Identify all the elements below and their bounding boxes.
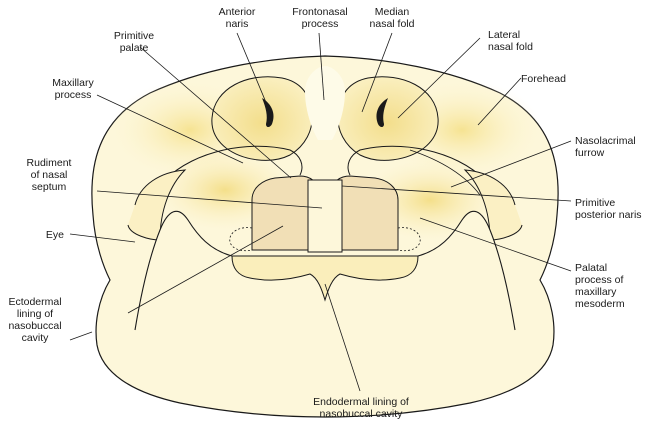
- leader-lateral-fold: [397, 37, 481, 119]
- label-lateral-nasal-fold: Lateral nasal fold: [488, 29, 533, 53]
- endodermal-region: [231, 255, 419, 302]
- label-primitive-posterior-naris: Primitive posterior naris: [575, 197, 642, 221]
- eye-left: [127, 169, 187, 241]
- posterior-naris-right: [397, 227, 421, 252]
- leader-endodermal: [324, 283, 361, 392]
- anterior-naris-left: [262, 98, 274, 127]
- label-maxillary-process: Maxillary process: [52, 77, 94, 101]
- label-endodermal-lining: Endodermal lining of nasobuccal cavity: [313, 396, 409, 420]
- leader-anterior-naris: [236, 32, 271, 113]
- leader-ectodermal: [69, 331, 93, 341]
- leader-maxillary: [96, 94, 244, 164]
- leader-palatal: [419, 217, 572, 272]
- nasolacrimal-furrow: [409, 149, 481, 196]
- lateral-nasal-fold-left: [211, 76, 313, 161]
- leader-posterior-naris: [341, 185, 572, 202]
- label-forehead: Forehead: [521, 73, 566, 85]
- frontonasal-process: [305, 66, 345, 140]
- label-frontonasal-process: Frontonasal process: [292, 6, 348, 30]
- maxillary-process-left: [164, 145, 303, 181]
- label-median-nasal-fold: Median nasal fold: [369, 6, 415, 30]
- leader-frontonasal: [318, 32, 325, 101]
- label-anterior-naris: Anterior naris: [218, 6, 256, 30]
- leader-septum: [96, 190, 323, 209]
- posterior-naris-left: [229, 227, 253, 252]
- leader-ectodermal-2: [127, 225, 284, 314]
- lateral-nasal-fold-right: [337, 76, 439, 161]
- maxillary-process-right: [347, 145, 486, 181]
- leader-median-fold: [361, 32, 393, 113]
- leader-nasolacrimal: [450, 140, 572, 188]
- leader-primitive-palate: [139, 46, 292, 179]
- label-primitive-palate: Primitive palate: [113, 30, 155, 54]
- leader-lines: [69, 32, 572, 392]
- label-ectodermal-lining: Ectodermal lining of nasobuccal cavity: [8, 296, 62, 344]
- leader-forehead: [477, 77, 522, 126]
- leader-eye: [69, 233, 136, 243]
- nasal-septum: [307, 179, 343, 253]
- label-eye: Eye: [45, 229, 64, 241]
- label-nasolacrimal-furrow: Nasolacrimal furrow: [575, 135, 636, 159]
- label-rudiment-nasal-septum: Rudiment of nasal septum: [26, 157, 72, 193]
- anterior-naris-right: [376, 98, 388, 127]
- label-palatal-process: Palatal process of maxillary mesoderm: [575, 262, 625, 310]
